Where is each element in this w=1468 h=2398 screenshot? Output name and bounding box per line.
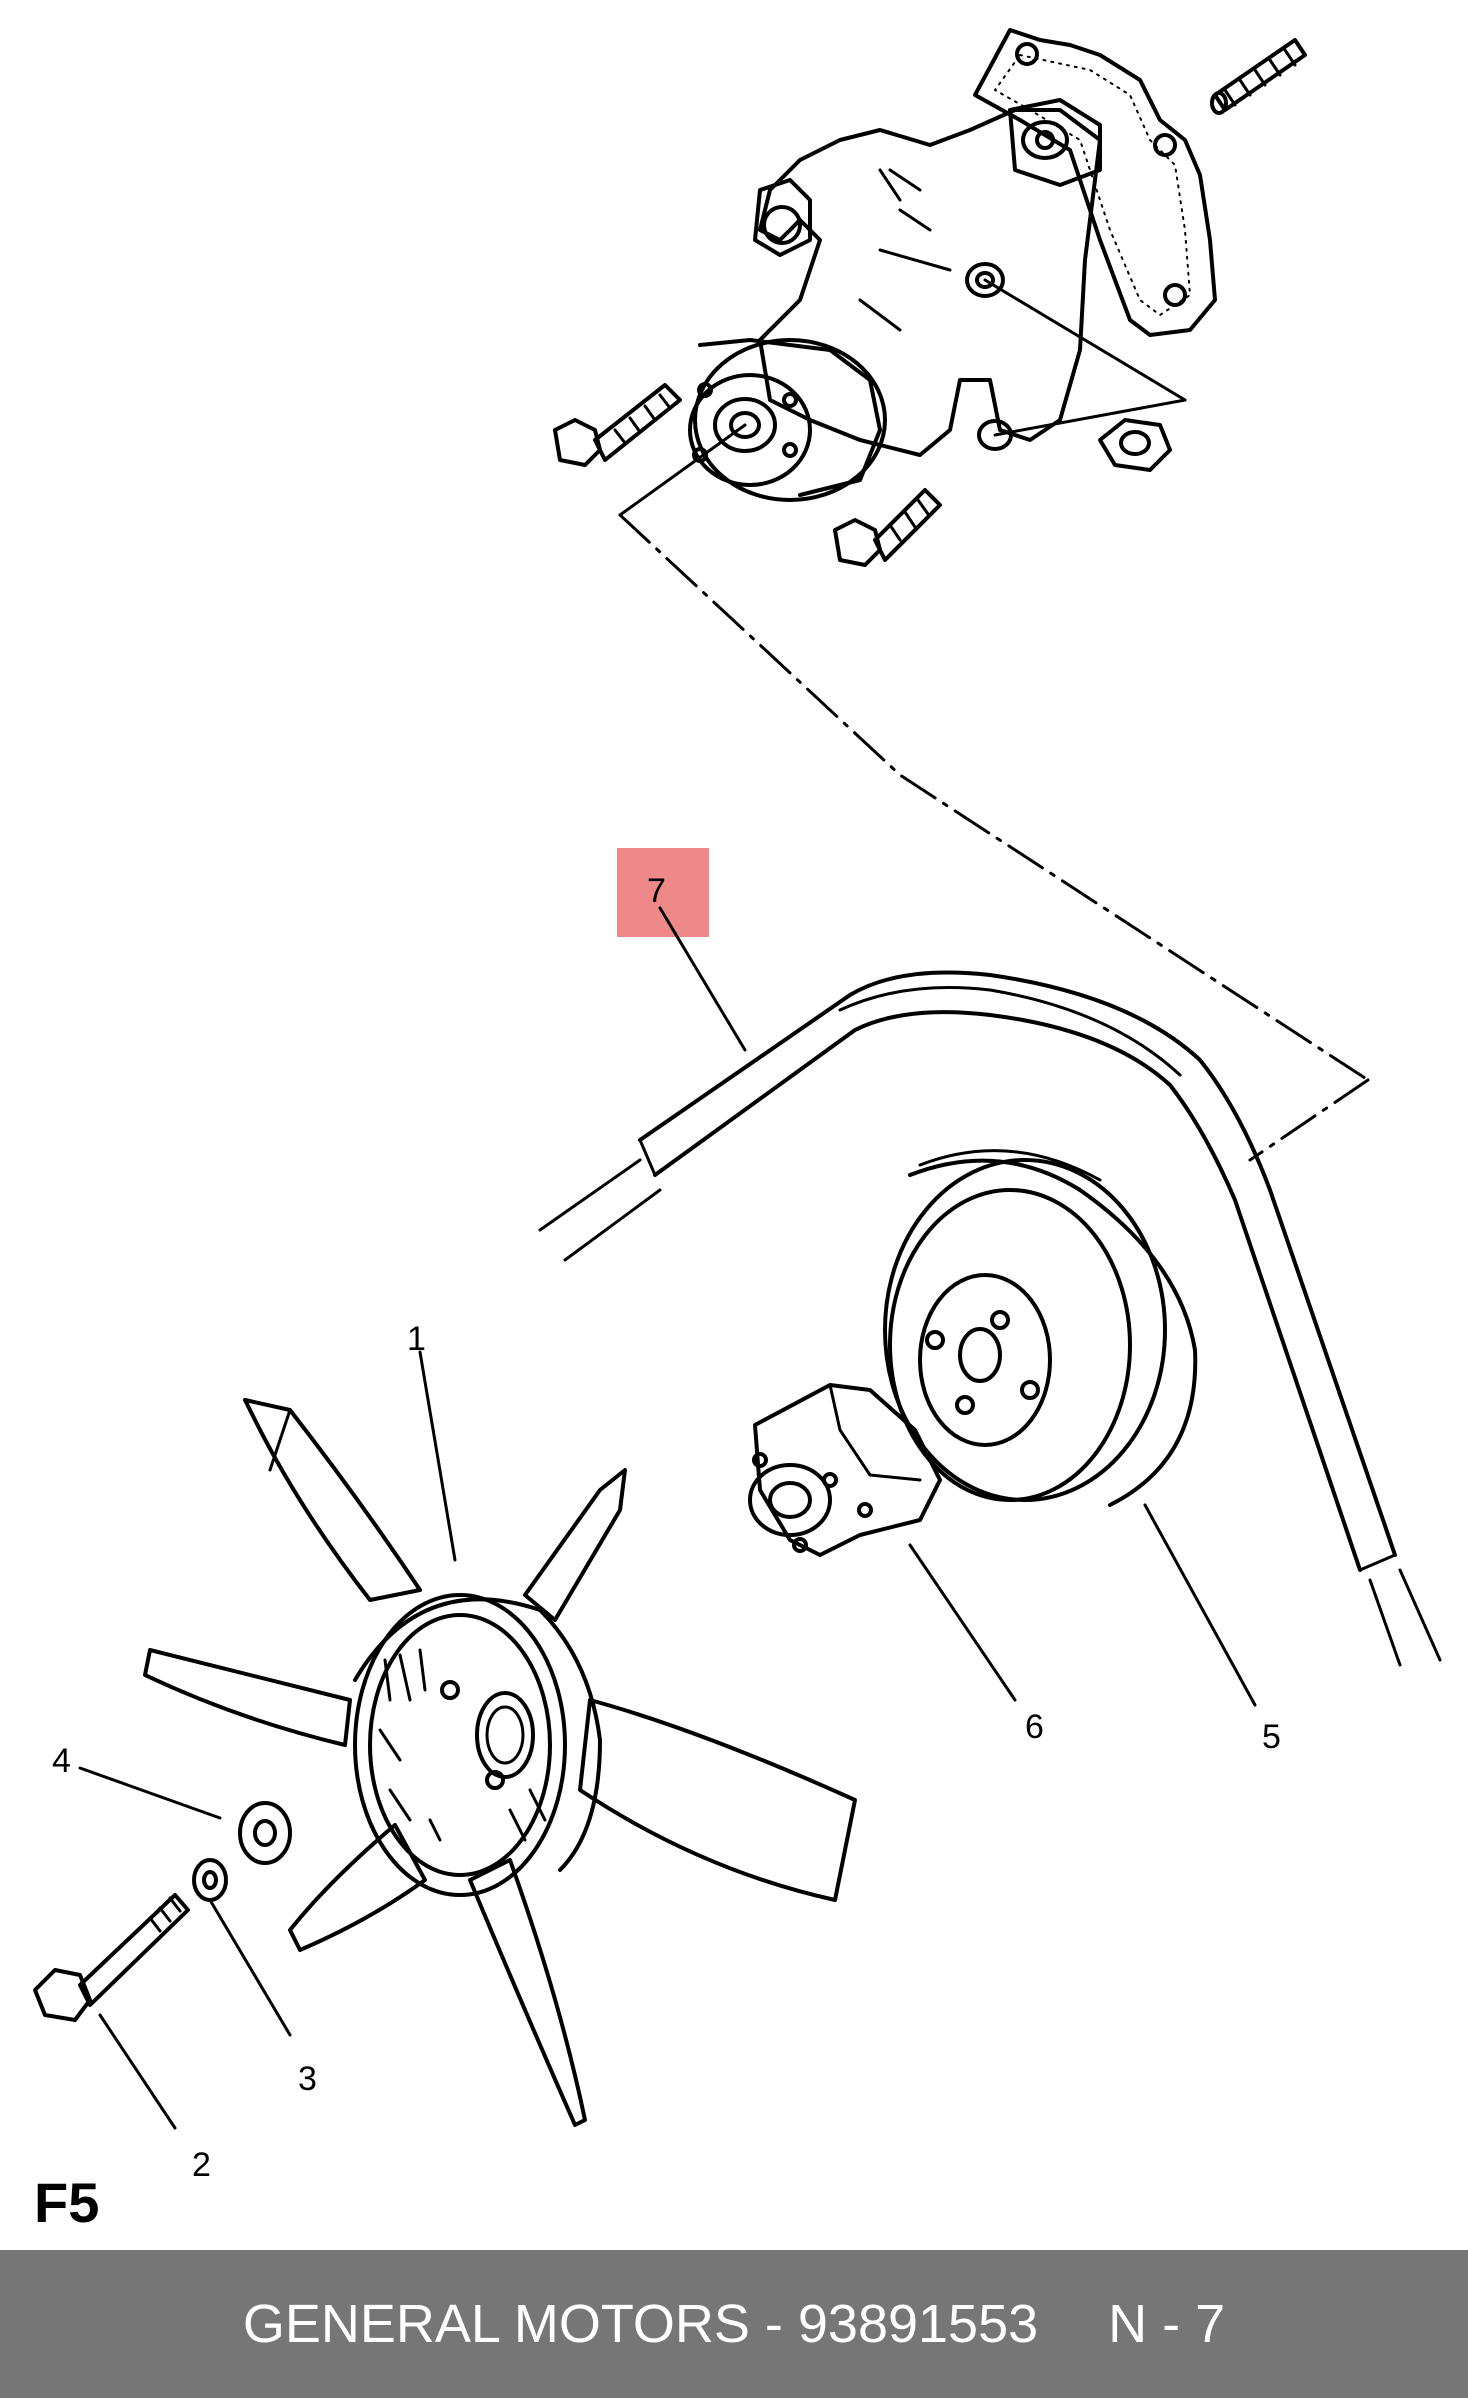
washer — [238, 1801, 292, 1865]
lock-washer — [192, 1858, 228, 1902]
fan-bolt — [33, 1893, 190, 2022]
exploded-parts-diagram — [33, 28, 1442, 2130]
pump-bolt-lower — [833, 488, 942, 567]
assembly-centerline — [618, 513, 1370, 1082]
hex-nut — [1098, 418, 1172, 472]
fan-spacer — [748, 1383, 942, 1557]
callout-4: 4 — [52, 1742, 71, 1780]
stud-bolt — [1210, 38, 1307, 115]
footer-part-number: GENERAL MOTORS - 93891553 — [242, 2294, 1039, 2354]
footer-page-ref: N - 7 — [1108, 2294, 1226, 2354]
callout-2: 2 — [192, 2146, 211, 2184]
footer-bar: GENERAL MOTORS - 93891553 N - 7 — [0, 2250, 1468, 2398]
pump-bolt-left — [553, 383, 682, 467]
callout-3: 3 — [298, 2060, 317, 2098]
cooling-fan — [143, 1398, 857, 2127]
pulley — [883, 1149, 1198, 1507]
page-id-label: F5 — [34, 2171, 100, 2234]
leader-lines — [78, 906, 1257, 2130]
water-pump-assembly — [688, 28, 1217, 502]
v-belt — [538, 970, 1442, 1667]
callout-5: 5 — [1262, 1718, 1281, 1756]
callout-6: 6 — [1025, 1708, 1044, 1746]
callout-7: 7 — [647, 872, 666, 910]
callout-1: 1 — [407, 1320, 426, 1358]
highlight-box-part-7 — [617, 848, 709, 937]
